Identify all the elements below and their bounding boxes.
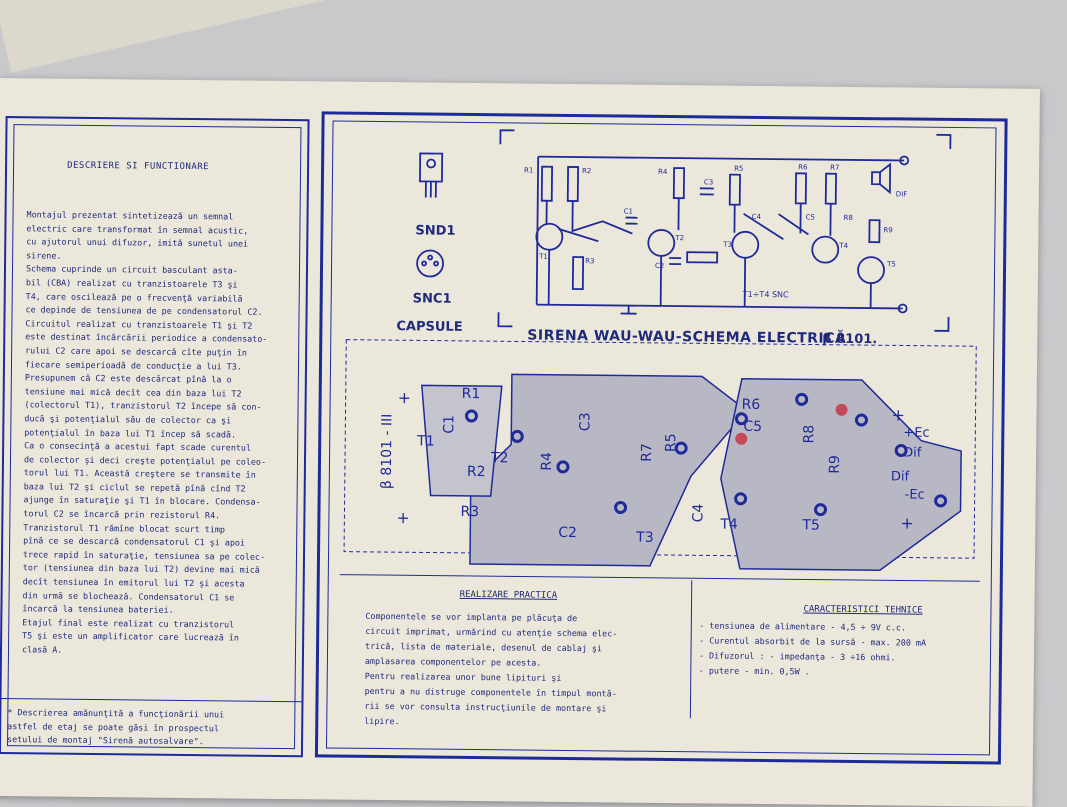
pcb-label-plus-4: + xyxy=(900,513,914,532)
pcb-label-plus-ec: +Ec xyxy=(903,425,929,440)
schematic-title: SIRENA WAU-WAU-SCHEMA ELECTRICĂ xyxy=(527,328,846,347)
pcb-label-t3: T3 xyxy=(635,530,654,546)
pcb-label-plus-2: + xyxy=(396,508,410,527)
pcb-label-c3: C3 xyxy=(577,412,593,431)
sch-label-dif: DIF xyxy=(896,190,908,198)
sch-label-r1: R1 xyxy=(524,166,533,174)
pcb-label-c1: C1 xyxy=(441,415,457,434)
sch-label-r4: R4 xyxy=(658,168,668,176)
sch-label-t1: T1 xyxy=(538,253,548,261)
sch-note-snc: T1÷T4 SNC xyxy=(742,290,789,299)
sch-label-c1: C1 xyxy=(624,208,633,216)
pcb-label-dif-2: Dif xyxy=(891,469,910,484)
capsule-snc1-label: SNC1 xyxy=(413,291,452,306)
description-body: Montajul prezentat sintetizează un semna… xyxy=(22,208,297,659)
pcb-code: β 8101 - III xyxy=(379,414,396,490)
sch-label-r3: R3 xyxy=(585,257,594,265)
sch-label-r8: R8 xyxy=(844,214,853,222)
pcb-label-r9: R9 xyxy=(827,455,843,474)
realizare-heading: REALIZARE PRACTICA xyxy=(460,590,558,601)
caracteristici-heading: CARACTERISTICI TEHNICE xyxy=(803,604,922,615)
pcb-label-r7: R7 xyxy=(639,443,655,462)
schematic-panel: R1 R2 R3 R4 R5 R6 R7 R8 R9 C1 C2 C3 C4 C… xyxy=(315,111,1008,764)
sch-label-c2: C2 xyxy=(655,262,664,270)
description-panel: DESCRIERE SI FUNCTIONARE Montajul prezen… xyxy=(0,116,310,757)
pcb-label-r6: R6 xyxy=(742,397,761,413)
leaflet-sheet: DESCRIERE SI FUNCTIONARE Montajul prezen… xyxy=(0,78,1040,807)
pcb-label-t4: T4 xyxy=(719,517,738,533)
pcb-label-r8: R8 xyxy=(801,425,817,444)
background-document-corner xyxy=(0,0,362,73)
sch-label-t3: T3 xyxy=(722,241,732,249)
pcb-label-r5: R5 xyxy=(663,433,679,452)
pcb-label-plus-3: + xyxy=(891,405,905,424)
pcb-label-c2: C2 xyxy=(558,525,577,541)
sch-label-r9: R9 xyxy=(883,226,892,234)
capsule-heading: CAPSULE xyxy=(396,319,462,335)
pcb-label-t5: T5 xyxy=(801,517,820,533)
pcb-label-minus-ec: -Ec xyxy=(905,487,925,502)
pcb-label-c4: C4 xyxy=(690,503,706,522)
sch-label-c3: C3 xyxy=(704,178,713,186)
sch-label-r6: R6 xyxy=(798,163,808,171)
footnote-text: * Descrierea amănunţită a funcţionării u… xyxy=(7,706,287,750)
description-heading: DESCRIERE SI FUNCTIONARE xyxy=(67,161,209,172)
sch-label-t4: T4 xyxy=(838,242,848,250)
caracteristici-text: - tensiunea de alimentare - 4,5 ÷ 9V c.c… xyxy=(699,618,1000,681)
sch-label-t2: T2 xyxy=(674,234,684,242)
pcb-label-r1: R1 xyxy=(462,386,481,402)
sch-label-r5: R5 xyxy=(734,165,743,173)
pcb-label-plus-1: + xyxy=(398,388,412,407)
capsule-snd1-label: SND1 xyxy=(415,223,455,238)
pcb-label-r2: R2 xyxy=(467,464,486,480)
pcb-label-r3: R3 xyxy=(460,504,479,520)
sch-label-t5: T5 xyxy=(886,260,896,268)
pcb-label-r4: R4 xyxy=(539,452,555,471)
pcb-label-dif-1: Dif xyxy=(903,445,922,460)
pcb-label-t2: T2 xyxy=(490,450,509,466)
realizare-text: Componentele se vor implanta pe plăcuţa … xyxy=(364,609,685,732)
pcb-label-c5: C5 xyxy=(743,419,762,435)
sch-label-c4: C4 xyxy=(752,213,762,221)
pcb-label-t1: T1 xyxy=(416,433,435,449)
schematic-part-labels: R1 R2 R3 R4 R5 R6 R7 R8 R9 C1 C2 C3 C4 C… xyxy=(523,160,908,300)
sch-label-r7: R7 xyxy=(830,164,839,172)
sch-label-r2: R2 xyxy=(582,167,591,175)
sch-label-c5: C5 xyxy=(806,213,815,221)
schematic-code: β 8101. xyxy=(822,332,877,348)
